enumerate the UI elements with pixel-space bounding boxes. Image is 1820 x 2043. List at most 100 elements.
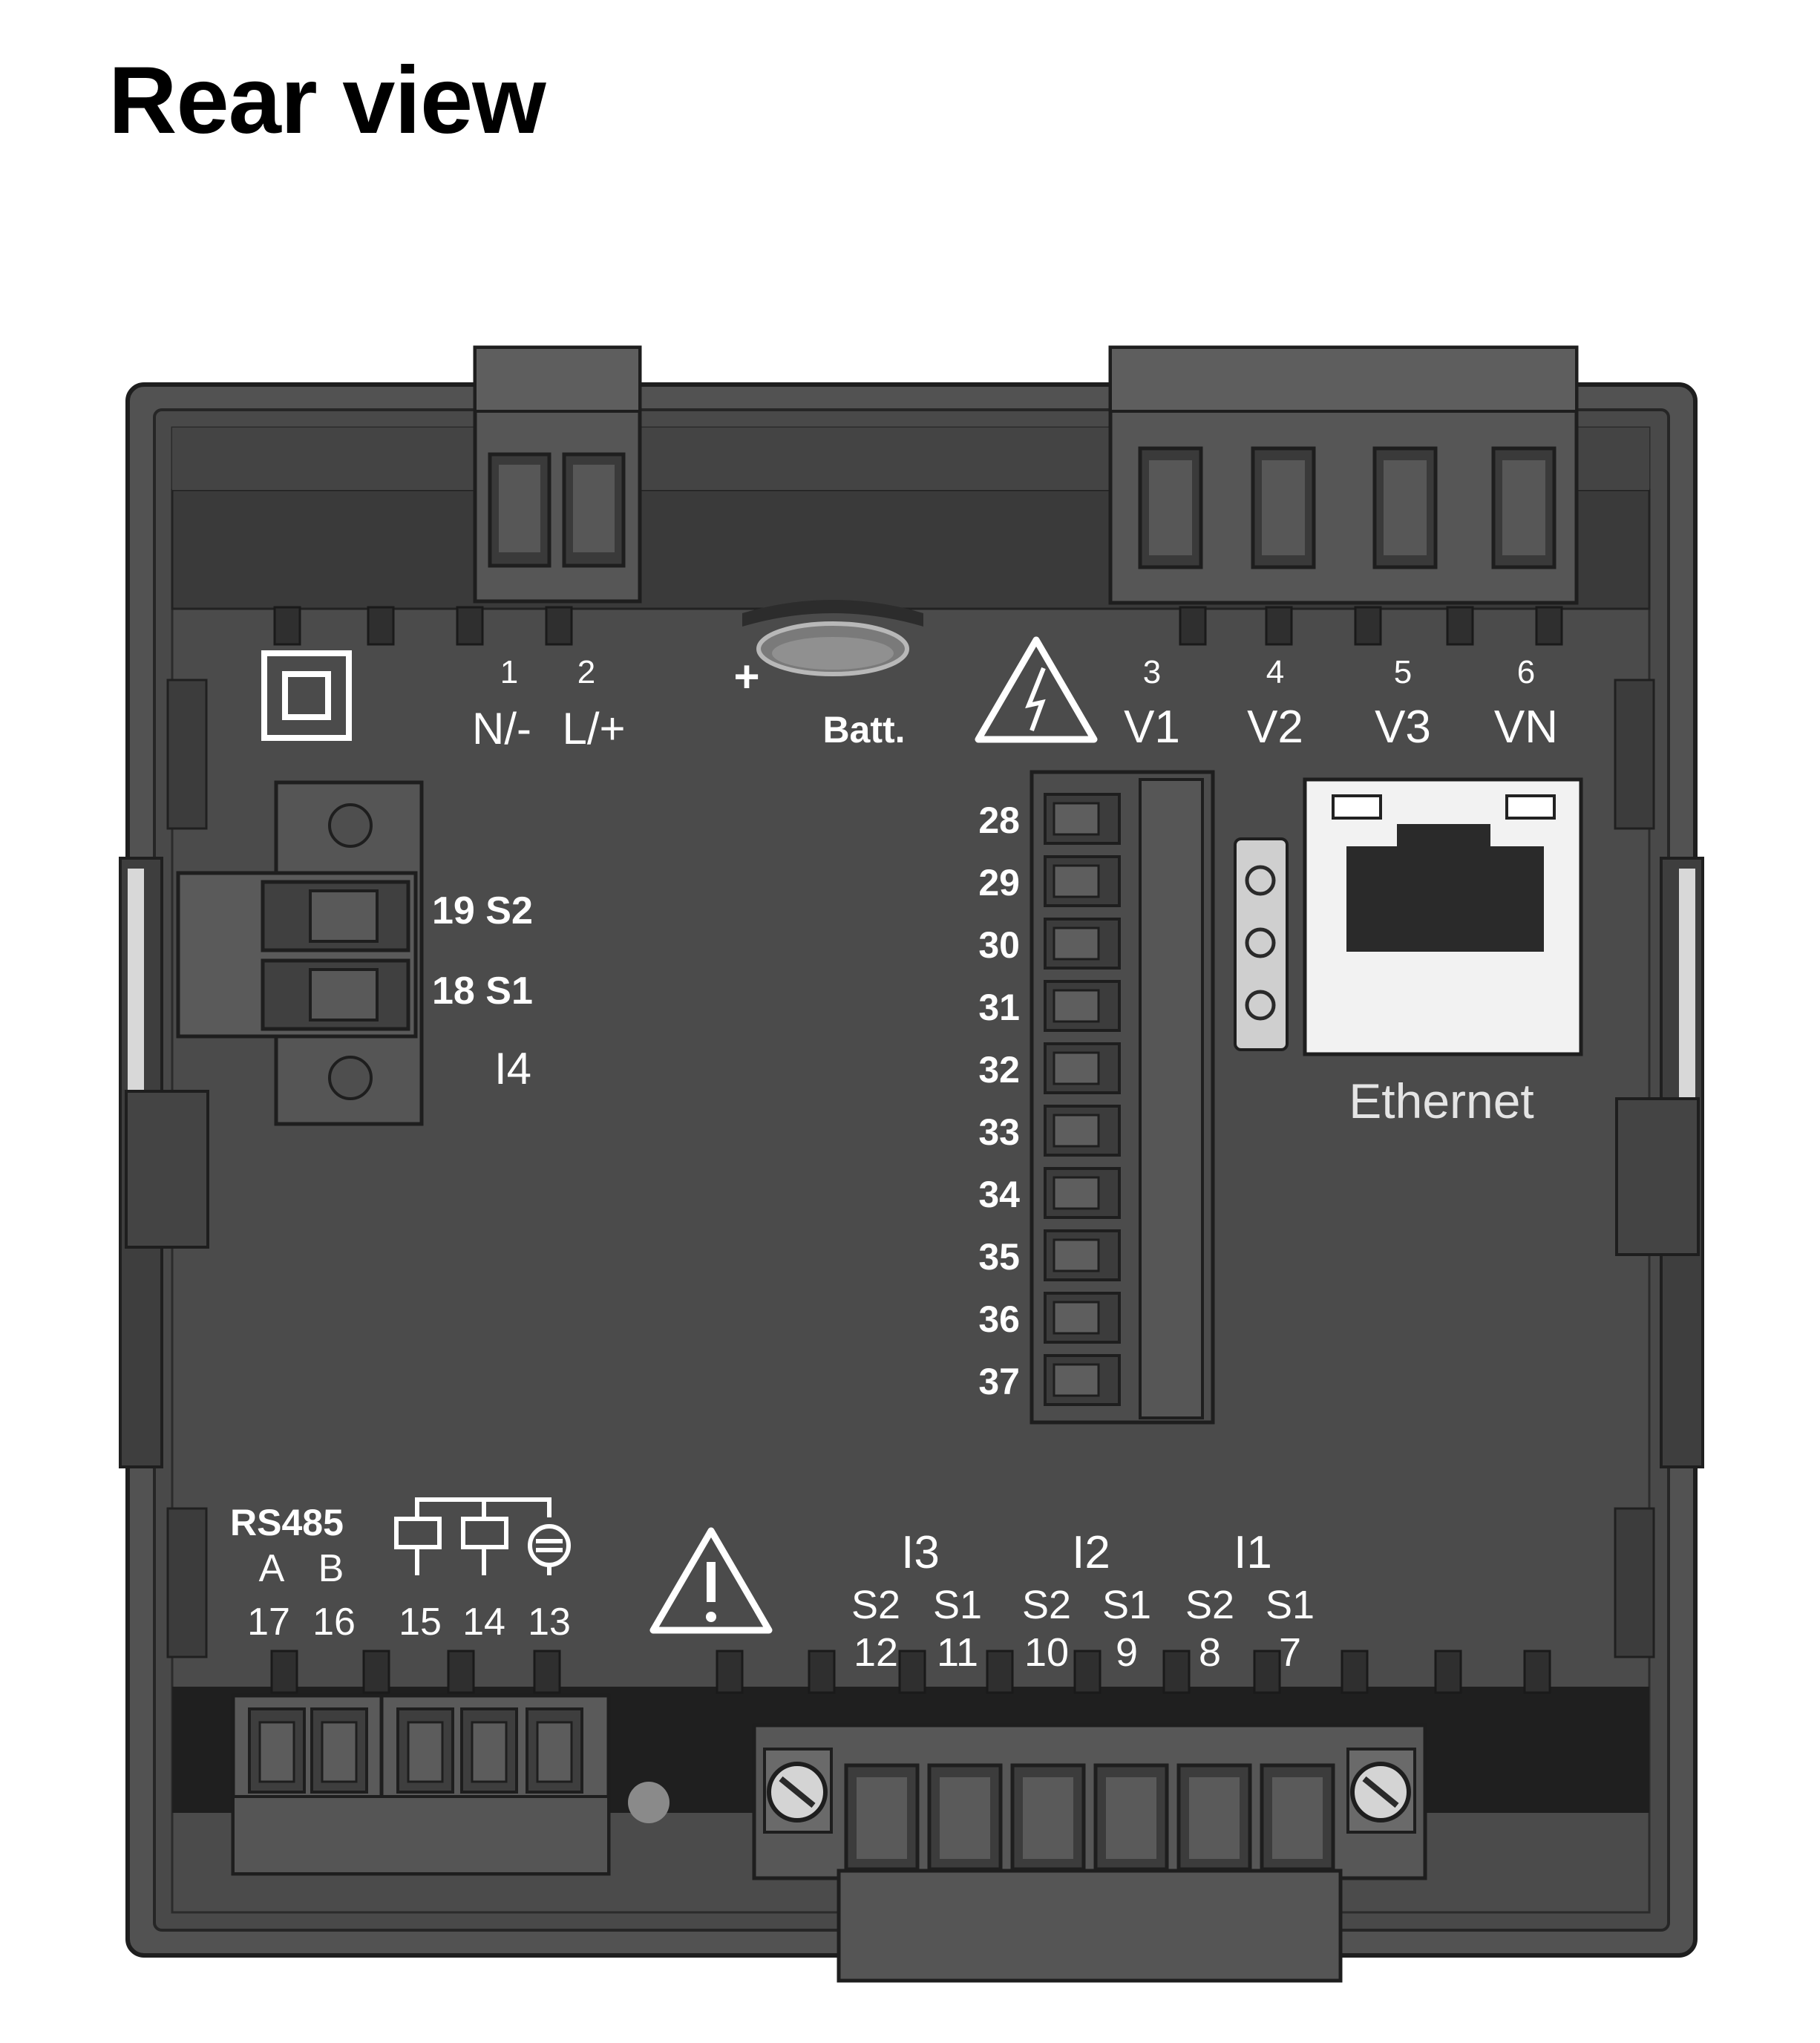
- io-terminal-label-34: 34: [978, 1174, 1020, 1215]
- bottom-terminal-teeth: [270, 1650, 1551, 1694]
- relay-13-number: 13: [528, 1601, 571, 1644]
- i4-connector[interactable]: [176, 780, 424, 1126]
- battery-plus: +: [733, 652, 759, 702]
- voltage-input-number-2: 4: [1266, 654, 1284, 690]
- i4-mount-hole-top: [328, 803, 373, 848]
- voltage-input-label-2: V2: [1247, 702, 1303, 753]
- bottom-tooth: [1253, 1650, 1281, 1694]
- io-terminal-36[interactable]: [1044, 1292, 1121, 1344]
- top-tooth: [1354, 606, 1382, 646]
- current-s-label-4: S1: [1102, 1583, 1151, 1627]
- relay-14-number: 14: [462, 1601, 505, 1644]
- voltage-input-connector[interactable]: [1108, 345, 1579, 605]
- current-slot-6[interactable]: [1260, 1763, 1335, 1872]
- rj45-port-icon: [1346, 824, 1544, 952]
- current-s-label-3: S2: [1022, 1583, 1071, 1627]
- rs485-relay-slot-2[interactable]: [310, 1707, 368, 1794]
- current-s-label-1: S2: [851, 1583, 900, 1627]
- current-input-connector[interactable]: [752, 1723, 1427, 1983]
- current-s-label-6: S1: [1266, 1583, 1315, 1627]
- current-slot-5[interactable]: [1176, 1763, 1252, 1872]
- io-terminal-label-35: 35: [978, 1236, 1020, 1278]
- i4-mount-hole-bottom: [328, 1056, 373, 1100]
- voltage-slot-4[interactable]: [1491, 446, 1557, 569]
- side-clip-left-highlight: [128, 869, 144, 1091]
- io-terminal-37[interactable]: [1044, 1354, 1121, 1406]
- io-terminal-35[interactable]: [1044, 1229, 1121, 1281]
- current-number-8: 8: [1199, 1630, 1221, 1675]
- i4-s1-label: 18 S1: [432, 970, 533, 1013]
- current-number-9: 9: [1116, 1630, 1138, 1675]
- top-tooth: [1179, 606, 1207, 646]
- screw-icon[interactable]: [1346, 1748, 1416, 1834]
- rs485-title: RS485: [230, 1502, 344, 1543]
- side-clip-right-lower: [1614, 1507, 1655, 1658]
- current-slot-2[interactable]: [927, 1763, 1003, 1872]
- io-terminal-30[interactable]: [1044, 918, 1121, 970]
- rs485-relay-slot-4[interactable]: [460, 1707, 518, 1794]
- io-terminal-33[interactable]: [1044, 1105, 1121, 1157]
- io-terminal-label-32: 32: [978, 1049, 1020, 1091]
- current-number-11: 11: [937, 1630, 978, 1675]
- ethernet-port[interactable]: [1303, 777, 1583, 1056]
- io-terminal-31[interactable]: [1044, 980, 1121, 1032]
- voltage-input-number-1: 3: [1143, 654, 1161, 690]
- current-s-label-2: S1: [933, 1583, 982, 1627]
- power-pin2-label: L/+: [562, 704, 625, 754]
- io-terminal-label-36: 36: [978, 1298, 1020, 1340]
- rs485-relay-slot-5[interactable]: [526, 1707, 583, 1794]
- io-terminal-32[interactable]: [1044, 1042, 1121, 1094]
- battery-label: Batt.: [822, 709, 905, 751]
- top-tooth: [1446, 606, 1474, 646]
- io-terminal-label-29: 29: [978, 862, 1020, 903]
- page-title: Rear view: [108, 48, 546, 154]
- bottom-tooth: [716, 1650, 744, 1694]
- side-clip-right-upper: [1614, 679, 1655, 830]
- side-clip-right-tab: [1615, 1097, 1700, 1256]
- bottom-tooth: [1073, 1650, 1102, 1694]
- power-pin2-number: 2: [577, 654, 595, 690]
- bottom-tooth: [270, 1650, 298, 1694]
- voltage-input-number-4: 6: [1517, 654, 1535, 690]
- current-slot-1[interactable]: [844, 1763, 920, 1872]
- voltage-input-number-3: 5: [1394, 654, 1412, 690]
- bottom-tooth: [1341, 1650, 1369, 1694]
- protective-insulation-icon: [261, 650, 352, 741]
- digital-io-terminal-strip[interactable]: [1030, 770, 1215, 1425]
- io-terminal-28[interactable]: [1044, 793, 1121, 845]
- bottom-tooth: [447, 1650, 475, 1694]
- io-terminal-34[interactable]: [1044, 1167, 1121, 1219]
- bottom-tooth: [808, 1650, 836, 1694]
- bottom-tooth: [533, 1650, 561, 1694]
- power-pin1-number: 1: [500, 654, 518, 690]
- top-tooth: [1535, 606, 1563, 646]
- io-terminal-label-31: 31: [978, 987, 1020, 1028]
- i4-name-label: I4: [494, 1044, 531, 1094]
- io-terminal-label-33: 33: [978, 1111, 1020, 1153]
- high-voltage-warning-icon: [975, 636, 1098, 743]
- caution-warning-icon: [649, 1527, 773, 1634]
- current-slot-3[interactable]: [1010, 1763, 1086, 1872]
- side-clip-right-highlight: [1679, 869, 1695, 1114]
- rs485-a-number: 17: [247, 1601, 290, 1644]
- rs485-relay-connector[interactable]: [231, 1693, 611, 1876]
- screw-icon[interactable]: [763, 1748, 833, 1834]
- bottom-tooth: [1523, 1650, 1551, 1694]
- current-number-7: 7: [1279, 1630, 1301, 1675]
- bottom-tooth: [898, 1650, 926, 1694]
- top-tooth: [273, 606, 301, 646]
- bottom-tooth: [1162, 1650, 1191, 1694]
- voltage-input-label-1: V1: [1124, 702, 1180, 753]
- led-indicator-strip: [1234, 837, 1289, 1051]
- power-supply-connector[interactable]: [473, 345, 642, 604]
- voltage-slot-1[interactable]: [1138, 446, 1203, 569]
- rs485-relay-slot-3[interactable]: [396, 1707, 454, 1794]
- current-slot-4[interactable]: [1093, 1763, 1169, 1872]
- voltage-slot-2[interactable]: [1251, 446, 1316, 569]
- rs485-relay-slot-1[interactable]: [248, 1707, 306, 1794]
- led-indicator-icon: [1245, 865, 1276, 896]
- io-terminal-29[interactable]: [1044, 855, 1121, 907]
- voltage-slot-3[interactable]: [1372, 446, 1438, 569]
- voltage-input-label-3: V3: [1375, 702, 1431, 753]
